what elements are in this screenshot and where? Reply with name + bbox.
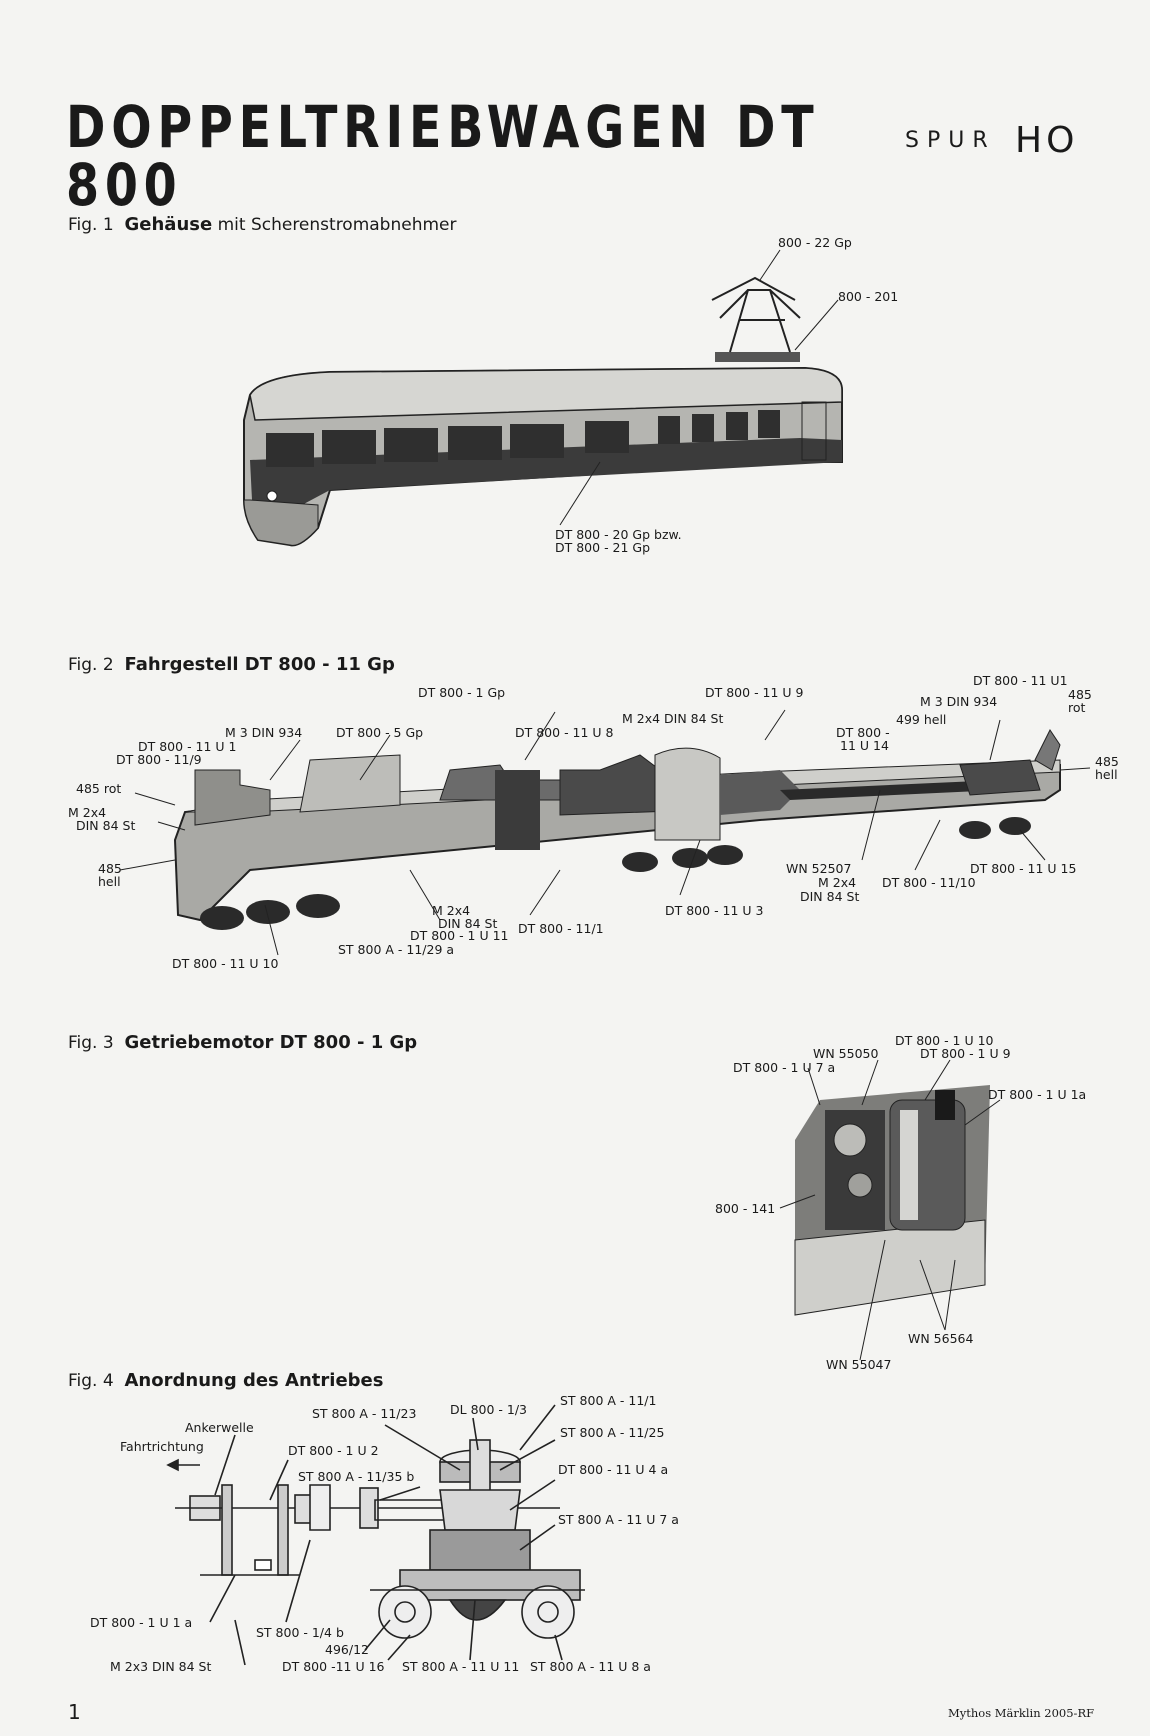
fig4-title: Anordnung des Antriebes: [124, 1370, 384, 1391]
part-label: 485: [1095, 754, 1119, 769]
part-label: 485: [1068, 687, 1092, 702]
part-label: ST 800 A - 11/35 b: [298, 1469, 415, 1484]
railcar-body-drawing: [243, 249, 843, 547]
part-label: M 2x3 DIN 84 St: [110, 1659, 212, 1674]
part-label: DT 800 -: [836, 725, 890, 740]
fig3-title: Getriebemotor DT 800 - 1 Gp: [124, 1032, 418, 1053]
part-label: DT 800 - 11 U 9: [705, 685, 804, 700]
part-label: DT 800 - 11 U1: [973, 673, 1068, 688]
part-label: DT 800 - 11 U 4 a: [558, 1462, 669, 1477]
part-label: WN 56564: [908, 1331, 974, 1346]
part-label: DL 800 - 1/3: [450, 1402, 527, 1417]
part-label: DT 800 - 11 U 3: [665, 903, 764, 918]
part-label: DIN 84 St: [800, 889, 860, 904]
part-label: DT 800 - 1 U 7 a: [733, 1060, 836, 1075]
part-label: DT 800 - 11 U 1: [138, 739, 237, 754]
part-label: DIN 84 St: [438, 916, 498, 931]
part-label: ST 800 - 1/4 b: [256, 1625, 344, 1640]
part-label: M 3 DIN 934: [920, 694, 998, 709]
part-label: DT 800 - 1 U 9: [920, 1046, 1011, 1061]
part-label: 11 U 14: [840, 738, 889, 753]
gauge-value: HO: [1015, 120, 1079, 161]
gear-motor-drawing: [779, 1059, 1001, 1361]
fig1-title: Gehäuse: [124, 214, 213, 235]
part-label: M 2x4: [68, 805, 107, 820]
part-label: ST 800 A - 11/29 a: [338, 942, 455, 957]
part-label: ST 800 A - 11 U 7 a: [558, 1512, 679, 1527]
part-label: Fahrtrichtung: [120, 1439, 204, 1454]
fig1-subtitle: mit Scherenstromabnehmer: [217, 215, 457, 235]
part-label: ST 800 A - 11 U 8 a: [530, 1659, 651, 1674]
part-label: DT 800 - 11/1: [518, 921, 604, 936]
part-label: 800 - 141: [715, 1201, 776, 1216]
fig2-title: Fahrgestell DT 800 - 11 Gp: [124, 654, 395, 675]
fig3-number: Fig. 3: [68, 1033, 114, 1053]
part-label: M 2x4 DIN 84 St: [622, 711, 724, 726]
part-label: ST 800 A - 11 U 11: [402, 1659, 520, 1674]
part-label: DT 800 - 5 Gp: [336, 725, 424, 740]
part-label: DT 800 - 1 U 10: [895, 1033, 994, 1048]
part-label: DT 800 - 1 U 2: [288, 1443, 379, 1458]
part-label: DT 800 - 11 U 10: [172, 956, 279, 971]
part-label: DT 800 -11 U 16: [282, 1659, 385, 1674]
part-label: DT 800 - 1 U 11: [410, 928, 509, 943]
part-label: DT 800 - 11/9: [116, 752, 202, 767]
fig4-heading: Fig. 4 Anordnung des Antriebes: [68, 1370, 383, 1391]
part-label: M 2x4: [432, 903, 471, 918]
part-label: DT 800 - 20 Gp bzw.: [555, 527, 682, 542]
part-label: DT 800 - 11/10: [882, 875, 976, 890]
part-label: M 3 DIN 934: [225, 725, 303, 740]
part-label: DIN 84 St: [76, 818, 136, 833]
part-label: hell: [1095, 767, 1118, 782]
chassis-drawing: [119, 709, 1091, 956]
part-label: 485: [98, 861, 122, 876]
part-label: DT 800 - 11 U 8: [515, 725, 614, 740]
part-label: DT 800 - 1 U 1a: [988, 1087, 1087, 1102]
part-label: ST 800 A - 11/1: [560, 1393, 657, 1408]
part-label: Ankerwelle: [185, 1420, 254, 1435]
gauge-label: SPUR: [905, 128, 996, 153]
part-label: rot: [1068, 700, 1086, 715]
fig1-number: Fig. 1: [68, 215, 114, 235]
credit-text: Mythos Märklin 2005-RF: [948, 1706, 1095, 1720]
fig1-heading: Fig. 1 Gehäuse mit Scherenstromabnehmer: [68, 214, 457, 235]
part-label: 485 rot: [76, 781, 122, 796]
part-label: DT 800 - 21 Gp: [555, 540, 651, 555]
part-label: ST 800 A - 11/23: [312, 1406, 417, 1421]
part-label: WN 52507: [786, 861, 852, 876]
part-label: 496/12: [325, 1642, 369, 1657]
drive-schematic-drawing: [166, 1404, 585, 1666]
part-label: WN 55047: [826, 1357, 892, 1372]
part-label: ST 800 A - 11/25: [560, 1425, 665, 1440]
fig2-heading: Fig. 2 Fahrgestell DT 800 - 11 Gp: [68, 654, 395, 675]
page-title: DOPPELTRIEBWAGEN DT 800: [66, 93, 820, 219]
part-label: hell: [98, 874, 121, 889]
part-label: 800 - 22 Gp: [778, 235, 852, 250]
part-label: 800 - 201: [838, 289, 899, 304]
part-label: DT 800 - 1 Gp: [418, 685, 506, 700]
fig3-heading: Fig. 3 Getriebemotor DT 800 - 1 Gp: [68, 1032, 417, 1053]
page-number: 1: [68, 1700, 81, 1724]
part-label: DT 800 - 11 U 15: [970, 861, 1077, 876]
part-label: WN 55050: [813, 1046, 879, 1061]
fig4-number: Fig. 4: [68, 1371, 114, 1391]
part-label: M 2x4: [818, 875, 857, 890]
part-label: DT 800 - 1 U 1 a: [90, 1615, 193, 1630]
part-label: 499 hell: [896, 712, 947, 727]
fig2-number: Fig. 2: [68, 655, 114, 675]
